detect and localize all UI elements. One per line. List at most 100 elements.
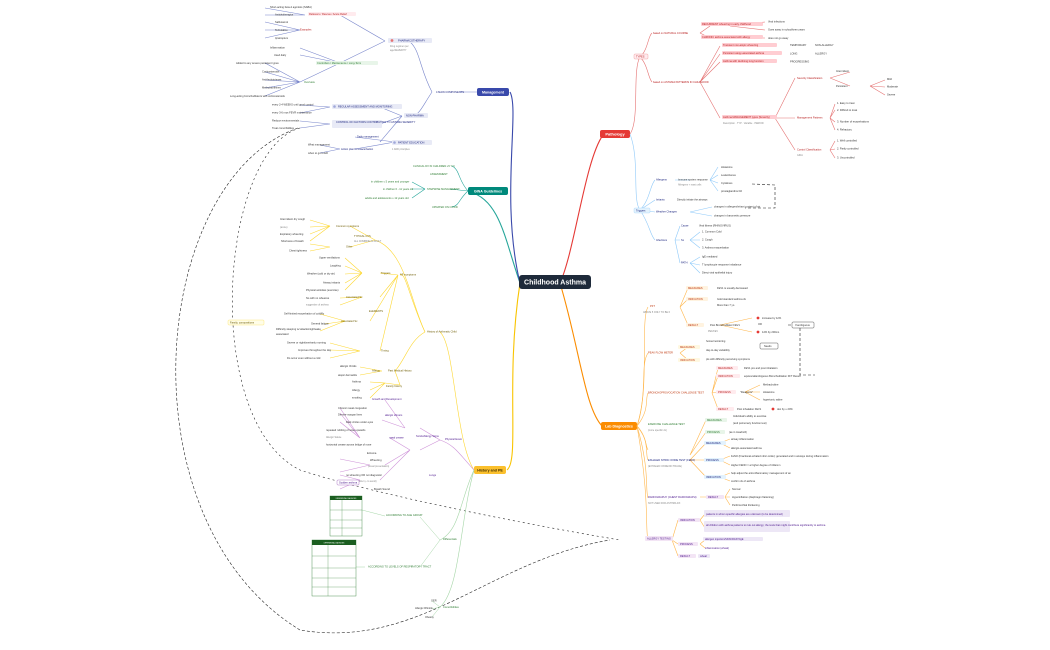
broncho-node[interactable]: BRONCHOPROVOCATION CHALLENGE TEST xyxy=(648,391,704,395)
gina-stepwise-node[interactable]: STEPWISE MANAGEMENT xyxy=(427,187,460,191)
nasal-crease-node[interactable]: nasal crease xyxy=(389,436,404,440)
transient-node[interactable]: Transient non-atopic wheezing xyxy=(723,43,759,47)
peak-measures-node[interactable]: MEASURES xyxy=(680,345,695,349)
elements-node[interactable]: ELEMENTS xyxy=(369,309,383,313)
family-node[interactable]: Family history xyxy=(386,384,403,388)
cxr-node[interactable]: RADIOGRAPHY (CHEST RADIOGRAPH) xyxy=(648,495,697,499)
assoc-fac-node[interactable]: Associated Sx xyxy=(346,295,363,299)
pft-node[interactable]: PFT xyxy=(650,304,655,308)
central-node[interactable]: Childhood Asthma xyxy=(519,275,591,289)
lung-function-node[interactable]: Asthma with declining lung function xyxy=(723,59,764,63)
past-med-node[interactable]: Past Medical History xyxy=(388,369,412,373)
a-result-node[interactable]: RESULT xyxy=(680,554,690,558)
needs-node[interactable]: Needs xyxy=(764,344,772,348)
path-node[interactable]: PATH xyxy=(681,261,688,265)
branch-management[interactable]: Management xyxy=(477,88,509,96)
allergens-node[interactable]: Allergens xyxy=(656,178,668,182)
control-node[interactable]: Control Classification xyxy=(797,148,822,152)
weather-node[interactable]: Weather Changes xyxy=(656,210,678,214)
types-node[interactable]: TYPES xyxy=(636,55,645,59)
pft-indication-node[interactable]: INDICATION xyxy=(688,297,703,301)
pe-node[interactable]: Physical Exam xyxy=(445,437,462,441)
peak-node[interactable]: PEAK FLOW METER xyxy=(648,351,673,355)
pharma-note-1: Drug regimen per xyxy=(390,45,409,48)
pft-measures-node[interactable]: MEASURES xyxy=(688,286,703,290)
sx-node[interactable]: Sx xyxy=(681,238,685,242)
allergy-node[interactable]: Allergy xyxy=(372,369,381,373)
feno-node[interactable]: EXHALED NITRIC OXIDE TEST (FENO) xyxy=(648,458,695,462)
a-indication-node[interactable]: INDICATION xyxy=(680,518,695,522)
history-of-dx-node[interactable]: History of Asthmatic Child xyxy=(427,330,457,334)
by-level-node[interactable]: ACCORDING TO LEVELS OF RESPIRATORY TRACT xyxy=(368,565,432,569)
control-factors-node[interactable]: CONTROL OF FACTORS CONTRIBUTING TO ASTHM… xyxy=(336,120,416,124)
mgmt-patterns-node[interactable]: Management Patterns xyxy=(797,116,823,120)
pharma-node[interactable]: PHARMACOTHERAPY xyxy=(398,39,426,43)
nf-node[interactable]: NF symptoms xyxy=(400,273,417,277)
controllers-node[interactable]: Controllers / Maintenance / Long-Term xyxy=(317,61,361,65)
education-note: 1 AND principles xyxy=(392,148,410,151)
f-process-node[interactable]: PROCESS xyxy=(706,458,719,462)
history-side-node[interactable]: Family, compositions xyxy=(230,321,255,325)
b-process-node[interactable]: PROCESS xyxy=(718,390,731,394)
by-age-node[interactable]: ACCORDING TO AGE GROUP xyxy=(386,513,423,517)
f-indication-node[interactable]: INDICATION xyxy=(706,475,721,479)
b-measures-node[interactable]: MEASURES xyxy=(718,366,733,370)
recurrent-wheezing-node[interactable]: RECURRENT wheezing in early childhood xyxy=(702,22,751,26)
b-result-node[interactable]: RESULT xyxy=(718,407,728,411)
e-measures-node[interactable]: MEASURES xyxy=(707,418,722,422)
branch-history[interactable]: History and PE xyxy=(474,466,506,474)
severity-node[interactable]: Severity Classification xyxy=(797,76,823,80)
overview-node[interactable]: Overview xyxy=(304,80,315,84)
reassess-marker-icon xyxy=(333,105,336,108)
infections-node[interactable]: Infections xyxy=(656,238,668,242)
b-indication-node[interactable]: INDICATION xyxy=(718,374,733,378)
patterns-node[interactable]: based on ASTHMA PATTERNS IN CHILDHOOD xyxy=(653,80,709,84)
cause-node[interactable]: Cause xyxy=(681,224,689,228)
chronic-node[interactable]: CHRONIC asthma associated with allergy xyxy=(702,35,751,39)
lungs-node[interactable]: Lungs xyxy=(429,473,437,477)
timing-node[interactable]: Timing xyxy=(381,349,389,353)
persistent-node[interactable]: Persistent atopy-associated asthma xyxy=(723,51,765,55)
a-p2-text: inflammation (wheal) xyxy=(705,546,729,550)
daily-node[interactable]: Daily management xyxy=(357,135,379,139)
mgmt-types-node[interactable]: Asthma MANAGEMENT types (Severity) xyxy=(723,115,770,119)
branch-lab[interactable]: Lab Diagnostics xyxy=(601,422,637,430)
other-node[interactable]: Other xyxy=(346,245,353,249)
ambiguous-node[interactable]: If ambiguous xyxy=(795,323,811,327)
allergy-testing-node[interactable]: ALLERGY TESTING xyxy=(647,537,671,541)
growth-node[interactable]: Growth and Development xyxy=(372,397,402,401)
typical-node[interactable]: TYPICAL CXS xyxy=(354,234,371,238)
assoc-sx-node[interactable]: Associated Sx xyxy=(341,319,358,323)
a-process-node[interactable]: PROCESS xyxy=(680,542,693,546)
triggers-f-node[interactable]: Triggers xyxy=(381,271,391,275)
branch-management-label: Management xyxy=(482,91,505,95)
branch-gina[interactable]: GINA Guidelines xyxy=(468,187,508,195)
f-measures-node[interactable]: MEASURES xyxy=(706,441,721,445)
signs-node[interactable]: Sx/Hx/Allergy Signs xyxy=(416,434,439,438)
four-components-node[interactable]: 4 MAIN COMPONENTS xyxy=(436,90,464,94)
peak-indication-node[interactable]: INDICATION xyxy=(680,358,695,362)
sudden-asthma-node[interactable]: Sudden asthma xyxy=(339,481,358,485)
branch-pathology[interactable]: Pathology xyxy=(600,130,630,138)
gina-assessment-node[interactable]: ASSESSMENT xyxy=(430,172,448,176)
irritants-node[interactable]: Irritants xyxy=(656,198,665,202)
e-process-node[interactable]: PROCESS xyxy=(707,430,720,434)
action-plan-node[interactable]: Action plan for exacerbation xyxy=(341,147,374,151)
c-result-node[interactable]: RESULT xyxy=(708,495,718,499)
triggers-node[interactable]: Triggers xyxy=(636,209,646,213)
ddx-node[interactable]: Differentials xyxy=(443,537,457,541)
reagents-text: "Reagents" xyxy=(740,390,753,394)
allergic-shiners-node[interactable]: allergic shiners xyxy=(385,413,403,417)
education-node[interactable]: PATIENT EDUCATION xyxy=(398,141,424,145)
common-sx-node[interactable]: Common symptoms xyxy=(336,224,360,228)
exercise-node[interactable]: EXERCISE CHALLENGE TEST xyxy=(648,422,685,426)
pft-result-node[interactable]: RESULT xyxy=(688,323,698,327)
relievers-node[interactable]: Relievers / Rescue / Acute Relief xyxy=(309,12,347,16)
gina-clinical-node[interactable]: CLINICAL DX IN CHILDREN ≤5 Y.O xyxy=(413,164,455,168)
examples-node[interactable]: Examples xyxy=(300,28,312,32)
natural-course-node[interactable]: based on NATURAL COURSE xyxy=(653,31,688,35)
nonpharma-node[interactable]: NON-PHARMA xyxy=(406,114,424,118)
reassess-node[interactable]: REGULAR ASSESSMENT AND MONITORING xyxy=(338,105,392,109)
comorbidities-node[interactable]: Comorbidities xyxy=(443,605,460,609)
gina-updated-node[interactable]: UPDATED ON COVID xyxy=(432,205,458,209)
